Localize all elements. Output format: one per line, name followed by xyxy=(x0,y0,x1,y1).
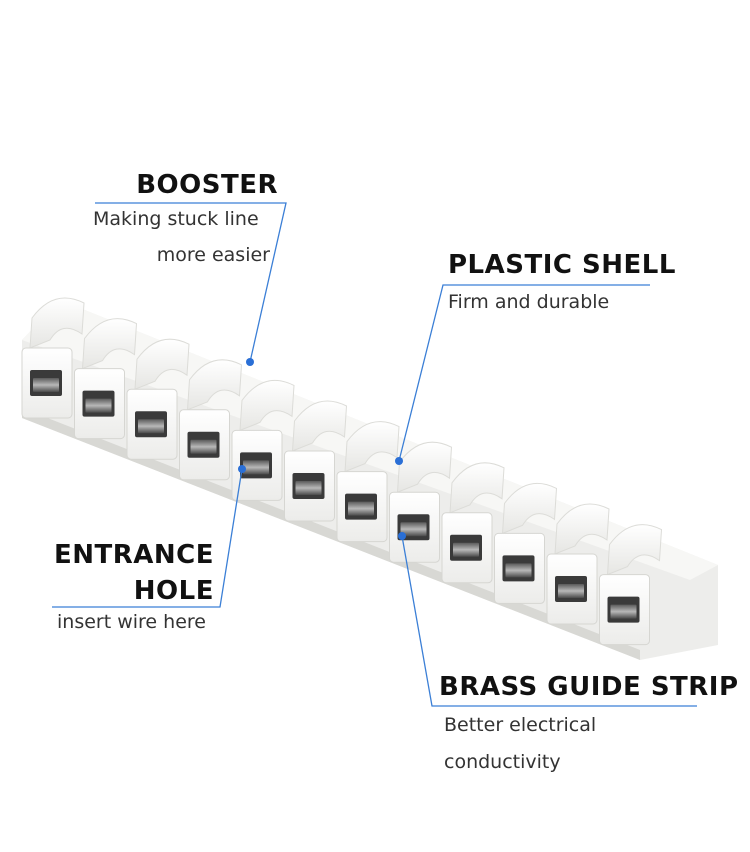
terminal-units xyxy=(21,297,663,646)
metal-clamp xyxy=(190,439,217,454)
metal-clamp xyxy=(348,501,374,516)
metal-clamp xyxy=(610,604,637,619)
metal-clamp xyxy=(400,522,427,537)
booster-lever xyxy=(606,524,663,576)
booster-lever xyxy=(501,482,558,535)
terminal-unit xyxy=(441,462,505,584)
booster-lever xyxy=(291,400,348,452)
terminal-unit xyxy=(284,400,348,522)
entrance-hole-desc: insert wire here xyxy=(57,611,206,633)
booster-lever xyxy=(239,379,295,432)
metal-clamp xyxy=(138,419,164,434)
metal-clamp xyxy=(33,378,59,392)
terminal-unit xyxy=(494,482,558,604)
plastic-shell-pointer-dot xyxy=(395,457,403,465)
booster-title: BOOSTER xyxy=(136,170,278,200)
booster-desc-line2: more easier xyxy=(156,244,270,266)
terminal-unit xyxy=(546,503,610,625)
booster-lever xyxy=(554,503,610,555)
brass-strip-leader-line xyxy=(401,535,697,707)
metal-clamp xyxy=(295,481,322,495)
terminal-unit xyxy=(21,297,85,419)
booster-lever xyxy=(449,462,505,514)
terminal-unit xyxy=(389,441,453,563)
terminal-unit xyxy=(126,338,190,460)
metal-clamp xyxy=(558,584,584,598)
entrance-hole-title-line2: HOLE xyxy=(133,576,214,606)
booster-lever xyxy=(186,359,243,411)
booster-desc-line1: Making stuck line xyxy=(93,208,259,230)
brass-strip-desc-line1: Better electrical xyxy=(444,714,597,736)
brass-strip-pointer-dot xyxy=(398,532,406,540)
metal-clamp xyxy=(453,542,479,557)
booster-lever xyxy=(29,297,85,349)
entrance-hole-leader-line xyxy=(52,468,243,608)
entrance-hole-pointer-dot xyxy=(238,465,246,473)
booster-lever xyxy=(134,338,190,390)
terminal-unit xyxy=(231,379,295,501)
plastic-shell-leader-line xyxy=(398,284,650,462)
terminal-unit xyxy=(599,524,663,646)
booster-lever xyxy=(344,421,400,473)
entrance-hole-title-line1: ENTRANCE xyxy=(54,540,214,570)
brass-strip-desc-line2: conductivity xyxy=(444,751,561,773)
booster-lever xyxy=(396,441,453,493)
callout-leaders xyxy=(52,202,697,707)
metal-clamp xyxy=(505,563,532,578)
metal-clamp xyxy=(243,460,269,475)
booster-pointer-dot xyxy=(246,358,254,366)
plastic-shell-desc: Firm and durable xyxy=(448,291,610,313)
terminal-unit xyxy=(179,359,243,481)
plastic-shell-title: PLASTIC SHELL xyxy=(448,250,676,280)
terminal-unit xyxy=(336,421,400,543)
metal-clamp xyxy=(85,398,112,413)
brass-strip-title: BRASS GUIDE STRIP xyxy=(439,672,739,702)
booster-lever xyxy=(81,318,138,370)
terminal-unit xyxy=(74,318,138,440)
booster-leader-line xyxy=(95,202,287,363)
